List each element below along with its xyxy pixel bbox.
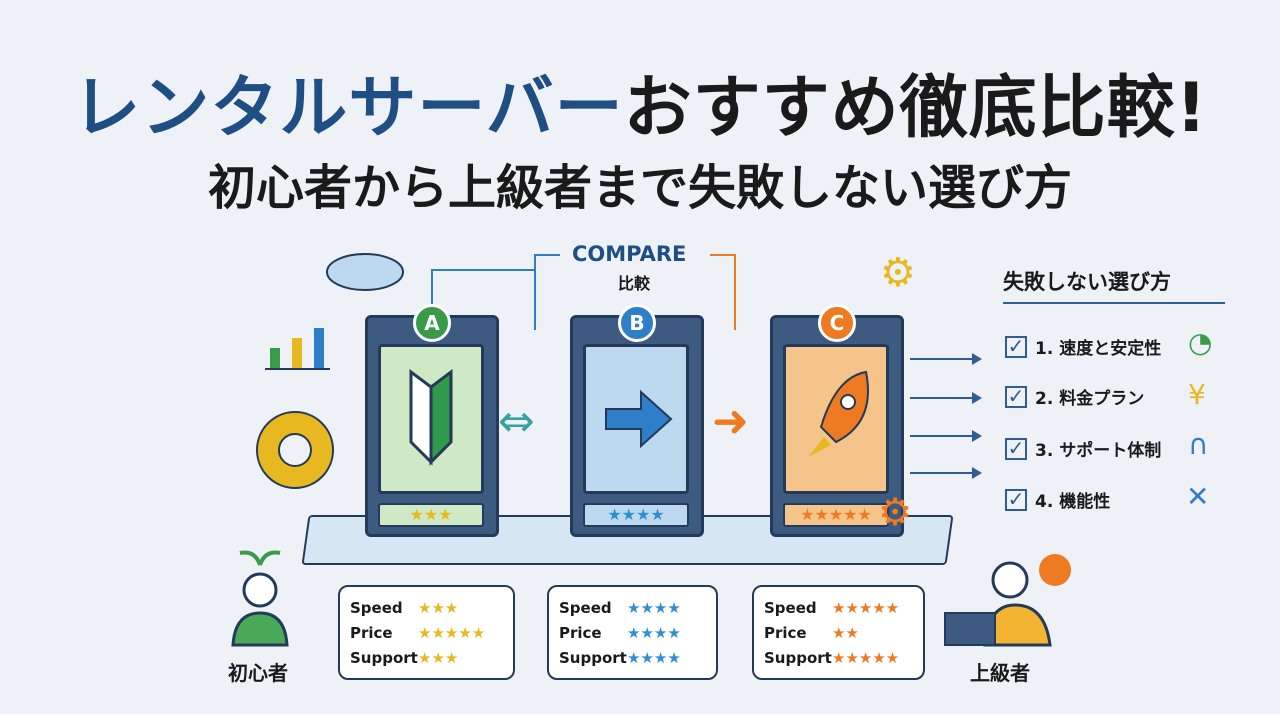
cloud-chart-gear-illustration: [256, 253, 404, 489]
advanced-label: 上級者: [970, 661, 1030, 685]
title-highlight: レンタルサーバー: [72, 69, 624, 148]
gear-icon: [256, 411, 334, 489]
beginner-person-icon: [231, 550, 289, 647]
badge-a: A: [413, 304, 451, 342]
rating-row: Speed ★★★★★: [764, 595, 913, 620]
checklist-item: ✓ 2. 料金プラン: [1005, 384, 1144, 409]
server-b: B ★★★★: [570, 304, 704, 537]
panel-title: 失敗しない選び方: [1003, 270, 1171, 294]
gear-icon: ⚙: [880, 250, 916, 296]
badge-b: B: [618, 304, 656, 342]
title-rest: おすすめ徹底比較!: [623, 69, 1208, 148]
checklist-item: ✓ 1. 速度と安定性: [1005, 334, 1161, 359]
rating-label: Support: [764, 648, 832, 667]
bar-chart-icon: [265, 328, 330, 370]
rating-stars: ★★★: [418, 648, 459, 667]
server-stars: ★★★★: [583, 503, 689, 527]
checklist-label: 2. 料金プラン: [1035, 389, 1145, 409]
arrow-right-icon: ➜: [712, 396, 749, 447]
rating-row: Support★★★: [350, 645, 503, 670]
arrow-right-icon: [910, 467, 982, 479]
arrow-right-icon: [910, 392, 982, 404]
rating-row: Support★★★★: [559, 645, 706, 670]
checklist-item: ✓ 4. 機能性: [1005, 487, 1110, 512]
server-c: C ★★★★★: [770, 304, 904, 537]
server-stars: ★★★: [378, 503, 484, 527]
coins-yen-icon: ¥: [1188, 378, 1206, 411]
headset-icon: ∩: [1188, 428, 1209, 461]
checklist-label: 3. サポート体制: [1035, 441, 1162, 461]
badge-c: C: [818, 304, 856, 342]
rocket-icon: [808, 370, 869, 457]
rating-row: Speed ★★★★: [559, 595, 706, 620]
rating-label: Price: [764, 623, 807, 642]
checkbox-icon: ✓: [1005, 335, 1027, 358]
rating-stars: ★★★★: [627, 623, 681, 642]
rating-stars: ★★★★★: [832, 598, 900, 617]
rating-label: Speed: [350, 598, 403, 617]
server-stars: ★★★★★: [783, 503, 889, 527]
rating-label: Support: [559, 648, 627, 667]
main-title: レンタルサーバーおすすめ徹底比較!: [0, 52, 1280, 151]
rating-label: Support: [350, 648, 418, 667]
checklist-label: 1. 速度と安定性: [1035, 339, 1162, 359]
checkbox-icon: ✓: [1005, 488, 1027, 511]
server-screen: [378, 344, 484, 494]
checkbox-icon: ✓: [1005, 437, 1027, 460]
connector-lines: [431, 254, 736, 330]
panel-divider: [1003, 302, 1225, 304]
rating-label: Speed: [764, 598, 817, 617]
beginner-mark-icon: [409, 369, 453, 466]
beginner-label: 初心者: [228, 661, 288, 685]
rating-row: Price ★★: [764, 620, 913, 645]
checkbox-icon: ✓: [1005, 385, 1027, 408]
rating-stars: ★★★★★: [832, 648, 900, 667]
server-screen: [583, 344, 689, 494]
cloud-icon: [326, 253, 404, 291]
rating-stars: ★★★★: [627, 598, 681, 617]
double-arrow-icon: ⇔: [498, 396, 535, 447]
server-screen: [783, 344, 889, 494]
rating-bubble-b: Speed★★★★ Price★★★★ Support★★★★: [547, 585, 718, 680]
gear-icon: ⚙: [878, 490, 913, 534]
tools-icon: ✕: [1186, 480, 1210, 513]
rating-bubble-c: Speed★★★★★ Price★★ Support★★★★★: [752, 585, 925, 680]
rating-label: Price: [559, 623, 602, 642]
rating-stars: ★★★★: [627, 648, 681, 667]
subtitle: 初心者から上級者まで失敗しない選び方: [207, 160, 1072, 216]
rating-row: Speed ★★★: [350, 595, 503, 620]
arrow-right-icon: [605, 389, 673, 449]
advanced-person-icon: [944, 554, 1071, 647]
rating-label: Price: [350, 623, 393, 642]
rating-stars: ★★: [832, 623, 859, 642]
compare-label-ja: 比較: [618, 274, 651, 293]
rating-stars: ★★★★★: [418, 623, 486, 642]
server-a: A ★★★: [365, 304, 499, 537]
rating-row: Price ★★★★★: [350, 620, 503, 645]
arrow-right-icon: [910, 430, 982, 442]
checklist-item: ✓ 3. サポート体制: [1005, 436, 1161, 461]
rating-bubble-a: Speed★★★ Price★★★★★ Support★★★: [338, 585, 515, 680]
rating-label: Speed: [559, 598, 612, 617]
speedometer-icon: ◔: [1188, 326, 1213, 359]
compare-label: COMPARE: [572, 242, 687, 266]
rating-row: Price ★★★★: [559, 620, 706, 645]
checklist-label: 4. 機能性: [1035, 492, 1111, 512]
rating-row: Support★★★★★: [764, 645, 913, 670]
arrow-right-icon: [910, 353, 982, 365]
rating-stars: ★★★: [418, 598, 459, 617]
